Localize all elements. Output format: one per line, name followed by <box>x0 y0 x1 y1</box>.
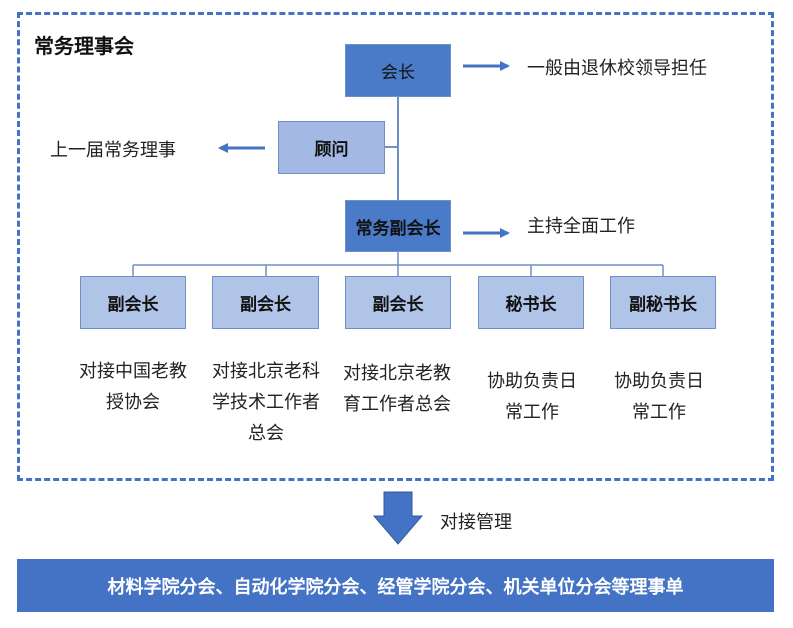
role-desc-5: 协助负责日常工作 <box>614 371 704 423</box>
role-box-vice-president-3: 副会长 <box>345 276 451 329</box>
role-desc-1: 对接中国老教授协会 <box>79 361 187 413</box>
role-desc-2: 对接北京老科学技术工作者总会 <box>212 361 320 444</box>
role-box-vice-president-2: 副会长 <box>212 276 319 329</box>
advisor-note: 上一届常务理事 <box>50 140 176 161</box>
role-desc-4: 协助负责日常工作 <box>487 371 577 423</box>
role-box-deputy-secretary-general: 副秘书长 <box>610 276 716 329</box>
member-units-bar: 材料学院分会、自动化学院分会、经管学院分会、机关单位分会等理事单 <box>17 559 774 612</box>
exec-vp-box: 常务副会长 <box>345 200 451 252</box>
role-box-secretary-general: 秘书长 <box>478 276 584 329</box>
down-arrow <box>372 491 424 545</box>
president-box: 会长 <box>345 44 451 97</box>
role-box-vice-president-1: 副会长 <box>80 276 186 329</box>
advisor-box: 顾问 <box>278 121 385 174</box>
executive-council-frame <box>17 12 774 481</box>
president-note: 一般由退休校领导担任 <box>527 58 707 79</box>
frame-title: 常务理事会 <box>34 34 134 58</box>
manage-label: 对接管理 <box>440 512 512 533</box>
role-desc-3: 对接北京老教育工作者总会 <box>343 363 451 415</box>
exec-vp-note: 主持全面工作 <box>527 216 635 237</box>
